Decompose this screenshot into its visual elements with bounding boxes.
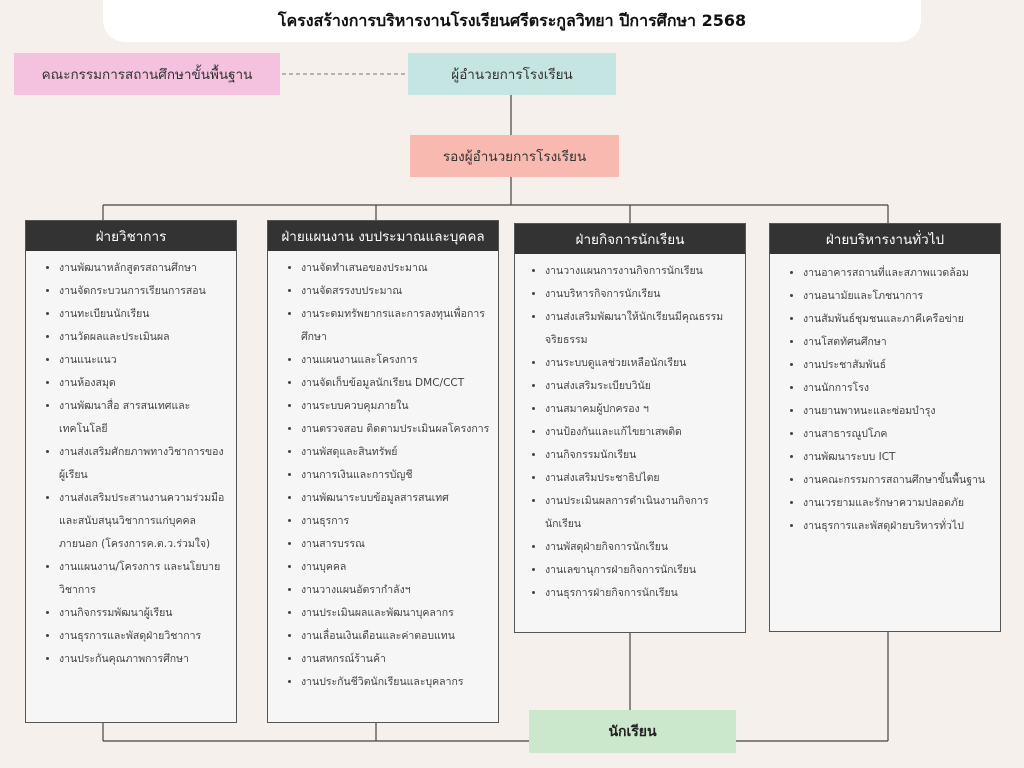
page-title: โครงสร้างการบริหารงานโรงเรียนศรีตระกูลวิ…	[103, 0, 921, 42]
list-item: งานอาคารสถานที่และสภาพแวดล้อม	[803, 262, 1000, 285]
list-item: งานสารบรรณ	[301, 533, 498, 556]
dept-planning: ฝ่ายแผนงาน งบประมาณและบุคคล งานจัดทำเสนอ…	[267, 220, 499, 723]
list-item: งานสหกรณ์ร้านค้า	[301, 648, 498, 671]
list-item: งานธุรการและพัสดุฝ่ายวิชาการ	[59, 625, 236, 648]
list-item: งานบุคคล	[301, 556, 498, 579]
list-item: งานวัดผลและประเมินผล	[59, 326, 236, 349]
dept-general: ฝ่ายบริหารงานทั่วไป งานอาคารสถานที่และสภ…	[769, 223, 1001, 632]
list-item: งานธุรการฝ่ายกิจการนักเรียน	[545, 582, 745, 605]
dept-planning-list: งานจัดทำเสนอของประมาณงานจัดสรรงบประมาณงา…	[268, 251, 498, 694]
list-item: งานห้องสมุด	[59, 372, 236, 395]
dept-general-list: งานอาคารสถานที่และสภาพแวดล้อมงานอนามัยแล…	[770, 254, 1000, 538]
list-item: งานประเมินผลการดำเนินงานกิจการนักเรียน	[545, 490, 745, 536]
list-item: งานแนะแนว	[59, 349, 236, 372]
list-item: งานประกันคุณภาพการศึกษา	[59, 648, 236, 671]
list-item: งานแผนงานและโครงการ	[301, 349, 498, 372]
list-item: งานส่งเสริมประชาธิปไตย	[545, 467, 745, 490]
dept-academic-list: งานพัฒนาหลักสูตรสถานศึกษางานจัดกระบวนการ…	[26, 251, 236, 671]
list-item: งานส่งเสริมศักยภาพทางวิชาการของผู้เรียน	[59, 441, 236, 487]
board-box: คณะกรรมการสถานศึกษาขั้นพื้นฐาน	[14, 53, 280, 95]
list-item: งานเลื่อนเงินเดือนและค่าตอบแทน	[301, 625, 498, 648]
dept-academic-title: ฝ่ายวิชาการ	[26, 221, 236, 251]
list-item: งานส่งเสริมระเบียบวินัย	[545, 375, 745, 398]
list-item: งานจัดกระบวนการเรียนการสอน	[59, 280, 236, 303]
list-item: งานบริหารกิจการนักเรียน	[545, 283, 745, 306]
list-item: งานส่งเสริมพัฒนาให้นักเรียนมีคุณธรรมจริย…	[545, 306, 745, 352]
list-item: งานโสตทัศนศึกษา	[803, 331, 1000, 354]
list-item: งานพัฒนาสื่อ สารสนเทศและเทคโนโลยี	[59, 395, 236, 441]
list-item: งานสมาคมผู้ปกครอง ฯ	[545, 398, 745, 421]
list-item: งานพัสดุฝ่ายกิจการนักเรียน	[545, 536, 745, 559]
list-item: งานกิจกรรมนักเรียน	[545, 444, 745, 467]
list-item: งานจัดเก็บข้อมูลนักเรียน DMC/CCT	[301, 372, 498, 395]
dept-student: ฝ่ายกิจการนักเรียน งานวางแผนการงานกิจการ…	[514, 223, 746, 633]
dept-academic: ฝ่ายวิชาการ งานพัฒนาหลักสูตรสถานศึกษางาน…	[25, 220, 237, 723]
list-item: งานพัฒนาระบบข้อมูลสารสนเทศ	[301, 487, 498, 510]
list-item: งานพัฒนาระบบ ICT	[803, 446, 1000, 469]
director-box: ผู้อำนวยการโรงเรียน	[408, 53, 616, 95]
list-item: งานสัมพันธ์ชุมชนและภาคีเครือข่าย	[803, 308, 1000, 331]
list-item: งานพัฒนาหลักสูตรสถานศึกษา	[59, 257, 236, 280]
dept-student-list: งานวางแผนการงานกิจการนักเรียนงานบริหารกิ…	[515, 254, 745, 605]
list-item: งานเวรยามและรักษาความปลอดภัย	[803, 492, 1000, 515]
dept-planning-title: ฝ่ายแผนงาน งบประมาณและบุคคล	[268, 221, 498, 251]
list-item: งานธุรการและพัสดุฝ่ายบริหารทั่วไป	[803, 515, 1000, 538]
list-item: งานประชาสัมพันธ์	[803, 354, 1000, 377]
list-item: งานคณะกรรมการสถานศึกษาขั้นพื้นฐาน	[803, 469, 1000, 492]
list-item: งานการเงินและการบัญชี	[301, 464, 498, 487]
list-item: งานสาธารณูปโภค	[803, 423, 1000, 446]
list-item: งานระดมทรัพยากรและการลงทุนเพื่อการศึกษา	[301, 303, 498, 349]
list-item: งานประกันชีวิตนักเรียนและบุคลากร	[301, 671, 498, 694]
list-item: งานระบบดูแลช่วยเหลือนักเรียน	[545, 352, 745, 375]
dept-general-title: ฝ่ายบริหารงานทั่วไป	[770, 224, 1000, 254]
list-item: งานระบบควบคุมภายใน	[301, 395, 498, 418]
list-item: งานยานพาหนะและซ่อมบำรุง	[803, 400, 1000, 423]
list-item: งานจัดสรรงบประมาณ	[301, 280, 498, 303]
list-item: งานจัดทำเสนอของประมาณ	[301, 257, 498, 280]
list-item: งานตรวจสอบ ติดตามประเมินผลโครงการ	[301, 418, 498, 441]
dept-student-title: ฝ่ายกิจการนักเรียน	[515, 224, 745, 254]
students-box: นักเรียน	[529, 710, 736, 753]
list-item: งานส่งเสริมประสานงานความร่วมมือและสนับสน…	[59, 487, 236, 556]
list-item: งานทะเบียนนักเรียน	[59, 303, 236, 326]
list-item: งานกิจกรรมพัฒนาผู้เรียน	[59, 602, 236, 625]
list-item: งานธุรการ	[301, 510, 498, 533]
list-item: งานพัสดุและสินทรัพย์	[301, 441, 498, 464]
list-item: งานอนามัยและโภชนาการ	[803, 285, 1000, 308]
list-item: งานวางแผนอัตรากำลังฯ	[301, 579, 498, 602]
list-item: งานแผนงาน/โครงการ และนโยบายวิชาการ	[59, 556, 236, 602]
list-item: งานป้องกันและแก้ไขยาเสพติด	[545, 421, 745, 444]
list-item: งานวางแผนการงานกิจการนักเรียน	[545, 260, 745, 283]
deputy-box: รองผู้อำนวยการโรงเรียน	[410, 135, 619, 177]
list-item: งานเลขานุการฝ่ายกิจการนักเรียน	[545, 559, 745, 582]
list-item: งานประเมินผลและพัฒนาบุคลากร	[301, 602, 498, 625]
list-item: งานนักการโรง	[803, 377, 1000, 400]
